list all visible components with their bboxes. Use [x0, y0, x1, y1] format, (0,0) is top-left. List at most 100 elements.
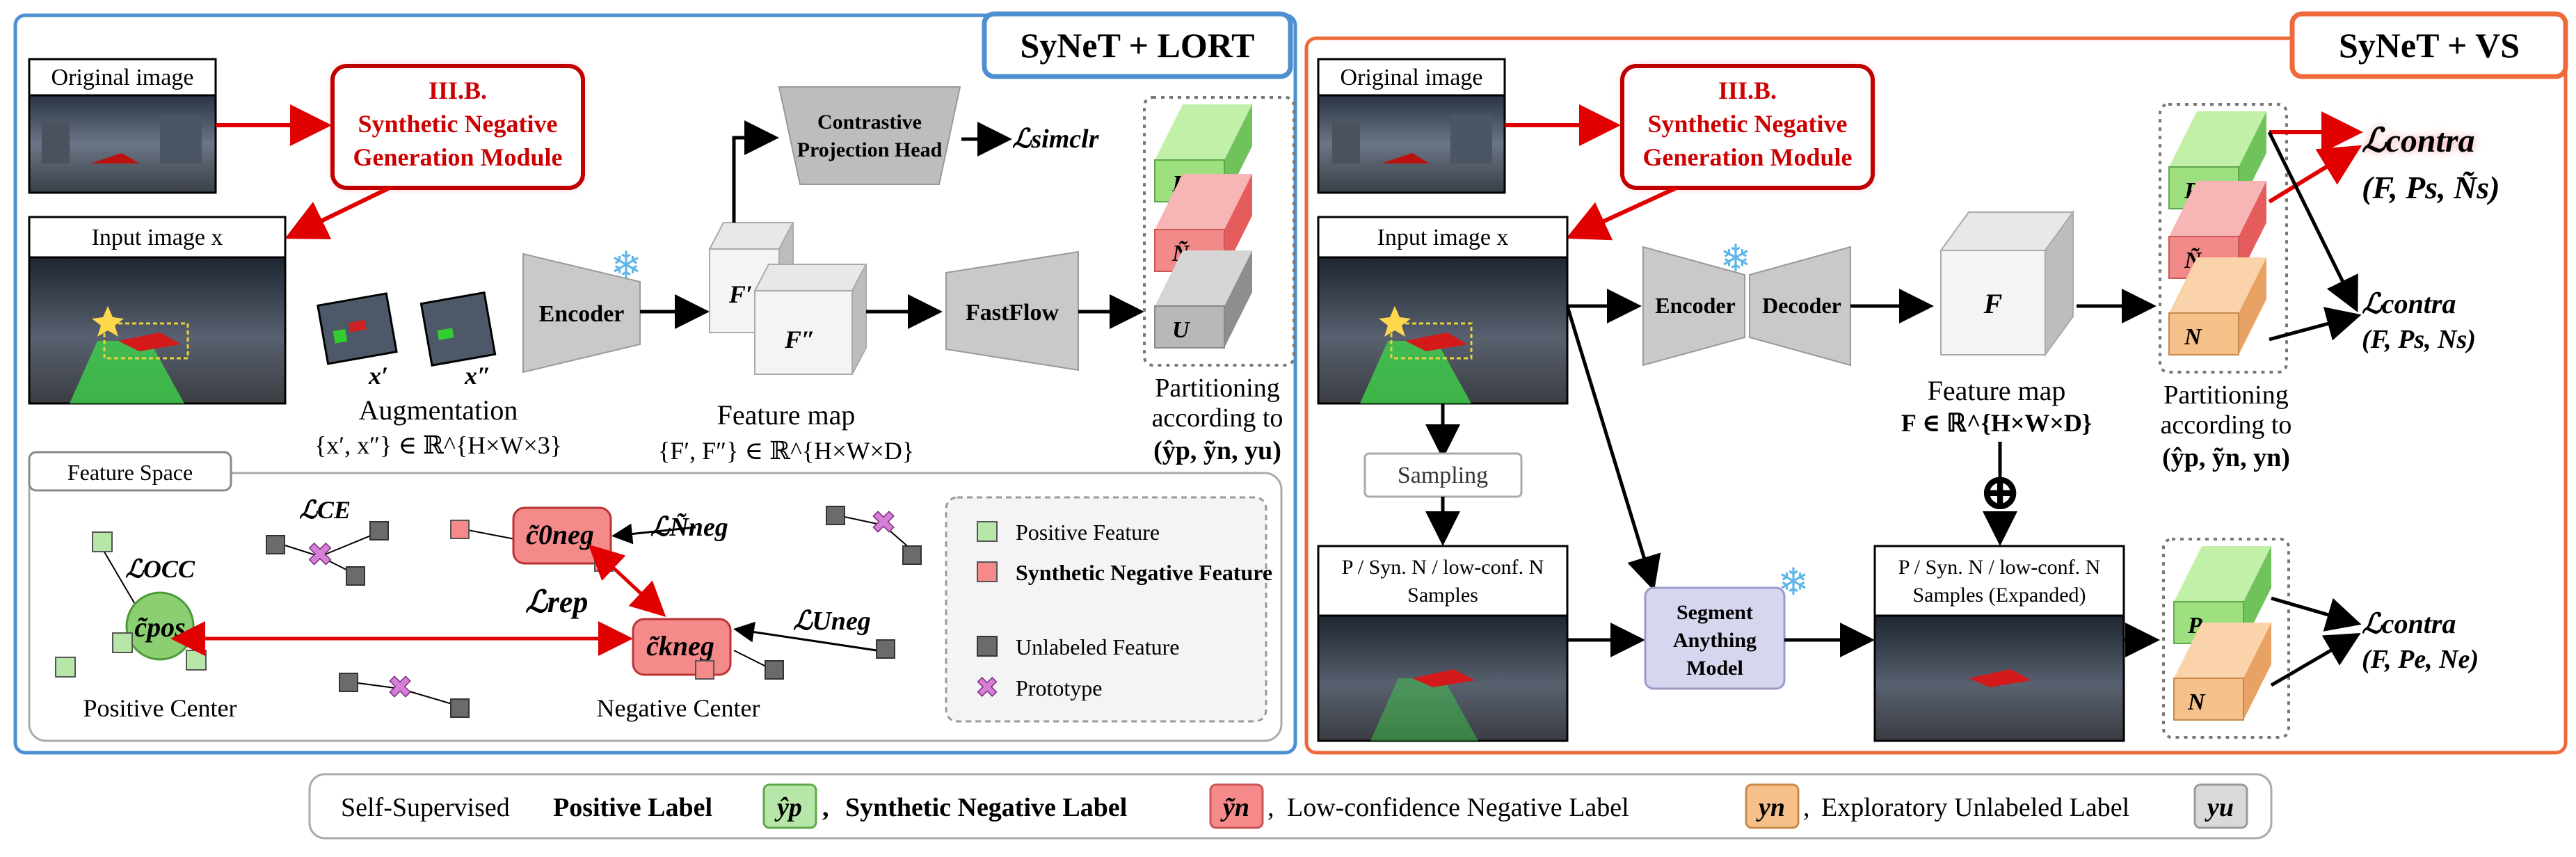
input-image-left: Input image x: [28, 216, 287, 405]
original-image-right: Original image: [1317, 58, 1506, 194]
fastflow-label: FastFlow: [966, 300, 1059, 326]
right-panel-title: SyNeT + VS: [2339, 26, 2520, 65]
legend-comma: ,: [1803, 793, 1810, 822]
sampling-box: Sampling: [1363, 452, 1523, 498]
module-line2-right: Synthetic Negative: [1648, 110, 1848, 138]
right-panel-title-box: [2289, 11, 2568, 79]
loss-rep: ℒrep: [525, 585, 588, 619]
f-double-prime-label: F″: [784, 326, 815, 353]
loss-occ: ℒOCC: [125, 555, 195, 583]
loss-neg-n: ℒÑneg: [650, 513, 728, 542]
synthetic-negative-module-left: III.B. Synthetic Negative Generation Mod…: [330, 64, 585, 190]
legend-item2-sym: ỹn: [1220, 793, 1249, 822]
feature-space: Feature Space c̃pos ℒOCC Positive Center…: [28, 451, 1283, 742]
original-image-label-right: Original image: [1341, 65, 1483, 90]
feature-space-title: Feature Space: [67, 460, 193, 485]
loss-ce: ℒCE: [299, 496, 351, 524]
partition-line1-right: Partitioning: [2163, 381, 2288, 410]
legend-item3-sym: yn: [1756, 793, 1785, 822]
loss-contra-2-args: (F, Ps, Ns): [2362, 325, 2476, 354]
contrastive-head-line2: Projection Head: [797, 138, 943, 161]
c-pos: c̃pos: [134, 611, 185, 643]
input-image-right: Input image x: [1317, 216, 1569, 405]
legend-comma: ,: [1267, 793, 1274, 822]
segment-anything-model: Segment Anything Model ❄: [1644, 561, 1809, 690]
legend-prototype: Prototype: [1016, 675, 1102, 700]
x-double-prime: x″: [464, 362, 491, 390]
loss-simclr: ℒsimclr: [1012, 125, 1100, 154]
expanded-label-n: N: [2187, 689, 2206, 715]
module-line2: Synthetic Negative: [358, 110, 558, 138]
loss-contra-2-label: ℒcontra: [2362, 288, 2456, 319]
encoder-decoder: Encoder Decoder ❄: [1642, 238, 1851, 367]
contrastive-head-line1: Contrastive: [817, 111, 922, 134]
fastflow-block: FastFlow: [945, 250, 1079, 371]
module-line3: Generation Module: [353, 143, 563, 171]
module-line1-right: III.B.: [1718, 77, 1777, 104]
loss-contra-3-args: (F, Pe, Ne): [2362, 645, 2479, 674]
feature-cube-f: F: [1939, 209, 2074, 358]
samples-image: P / Syn. N / low-conf. N Samples: [1317, 545, 1569, 742]
c0-neg: c̃0neg: [526, 519, 594, 550]
feature-map-label-right: Feature map: [1928, 375, 2066, 406]
loss-contra-3-label: ℒcontra: [2362, 608, 2456, 639]
augmentation-formula: {x′, x″} ∈ ℝ^{H×W×3}: [314, 431, 562, 459]
positive-feature: [186, 650, 207, 671]
partition-left: P Ñ U: [1143, 96, 1295, 367]
legend-swatch-positive: [762, 783, 817, 829]
plus-symbol: ⊕: [1978, 464, 2022, 521]
snowflake-icon: ❄: [1777, 561, 1809, 603]
legend-swatch-lowconf: [1745, 783, 1800, 829]
loss-contra-3: ℒcontra (F, Pe, Ne): [2362, 608, 2479, 674]
encoder-left: Encoder ❄: [522, 245, 642, 374]
legend-item4-sym: yu: [2205, 793, 2234, 822]
loss-contra-1-args: (F, Ps, Ñs): [2362, 170, 2500, 205]
prototype-icon: ✖: [871, 506, 897, 540]
partition-right: P Ñ N: [2159, 103, 2288, 374]
feature-cube-f-double-prime: F″: [753, 264, 867, 375]
partition-line1: Partitioning: [1155, 374, 1279, 403]
left-panel: SyNeT + LORT Original image III.B. Synth…: [13, 11, 1297, 755]
legend-unlabeled-feature: Unlabeled Feature: [1016, 634, 1179, 659]
legend-synthetic-negative-feature: Synthetic Negative Feature: [1016, 560, 1272, 585]
feature-map-formula: {F′, F″} ∈ ℝ^{H×W×D}: [658, 437, 914, 465]
sam-line2: Anything: [1673, 629, 1757, 652]
positive-feature: [112, 632, 133, 653]
contrastive-projection-head: Contrastive Projection Head: [778, 86, 961, 185]
augmentation-label: Augmentation: [359, 394, 518, 426]
positive-feature: [92, 531, 113, 552]
label-legend-bar: Self-Supervised Positive Label ŷp , Synt…: [308, 773, 2273, 840]
legend-item1-prefix: Self-Supervised: [341, 793, 510, 822]
legend-swatch-synthetic: [1209, 783, 1264, 829]
negative-center-label: Negative Center: [597, 694, 760, 722]
f-label: F: [1983, 288, 2003, 319]
legend-item1-bold: Positive Label: [553, 793, 712, 822]
loss-neg-u: ℒUneg: [793, 607, 871, 636]
samples-line1: P / Syn. N / low-conf. N: [1342, 556, 1544, 579]
c0-neg-node: [512, 506, 612, 565]
decoder-label: Decoder: [1762, 293, 1841, 318]
left-panel-title-box: [982, 11, 1293, 79]
loss-contra-1-label: ℒcontra: [2362, 122, 2475, 159]
legend-item4: Exploratory Unlabeled Label: [1821, 793, 2129, 822]
legend-item3: Low-confidence Negative Label: [1287, 793, 1629, 822]
x-prime: x′: [368, 362, 388, 390]
f-prime-label: F′: [728, 280, 753, 308]
original-image-label: Original image: [51, 65, 194, 90]
partition-cube-n-expanded: N: [2173, 623, 2271, 721]
partition-line3-right: (ŷp, ỹn, yn): [2162, 443, 2290, 472]
legend-positive-feature: Positive Feature: [1016, 520, 1160, 545]
partition-label-n-right: N: [2184, 324, 2202, 350]
original-image-left: Original image: [28, 58, 217, 194]
input-image-label: Input image x: [92, 225, 223, 250]
snowflake-icon: ❄: [610, 245, 641, 287]
partition-line2-right: according to: [2161, 410, 2292, 440]
partition-line2: according to: [1152, 403, 1283, 433]
partition-cube-n-right: N: [2168, 257, 2266, 355]
module-line1: III.B.: [429, 77, 487, 104]
partition-cube-u: U: [1154, 250, 1252, 349]
positive-center-label: Positive Center: [83, 694, 237, 722]
encoder-label-right: Encoder: [1655, 293, 1736, 318]
snowflake-icon: ❄: [1720, 238, 1751, 280]
partition-label-u: U: [1172, 317, 1191, 343]
